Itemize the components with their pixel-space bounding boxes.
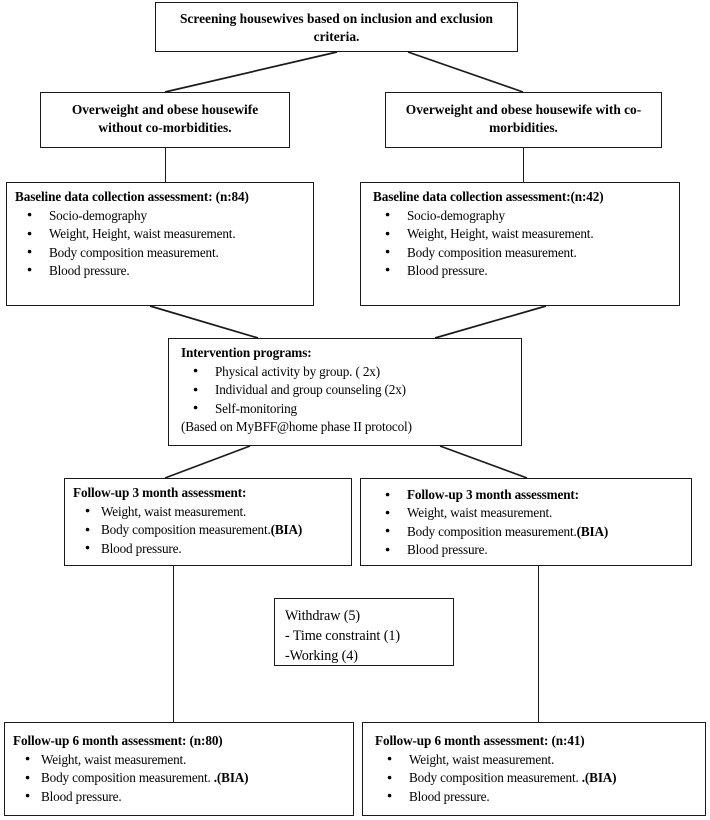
list-item-text: Blood pressure. [101,540,182,556]
followup6-left-title: Follow-up 6 month assessment: (n:80) [13,733,223,748]
list-item: Self-monitoring [181,399,513,418]
followup3-left-title: Follow-up 3 month assessment: [73,485,247,500]
node-intervention-programs[interactable]: Intervention programs: Physical activity… [168,338,522,446]
followup3-left-list: Weight, waist measurement. Body composit… [73,502,343,558]
list-item: Blood pressure. [375,787,697,806]
list-item: Body composition measurement.(BIA) [73,521,343,539]
node-followup6-left[interactable]: Follow-up 6 month assessment: (n:80) Wei… [4,722,354,816]
intervention-note: (Based on MyBFF@home phase II protocol) [181,418,412,434]
node-followup3-right[interactable]: Follow-up 3 month assessment: Weight, wa… [360,478,692,566]
list-item-text-plain: Body composition measurement. [407,523,577,539]
list-item-text: Blood pressure. [41,788,122,804]
intervention-list: Physical activity by group. ( 2x) Indivi… [181,362,513,418]
node-overweight-without-comorbidities[interactable]: Overweight and obese housewife without c… [40,92,290,148]
bia-label: (BIA) [576,523,609,539]
baseline-left-list: Socio-demography Weight, Height, waist m… [15,206,305,280]
list-item: Weight, Height, waist measurement. [15,225,305,243]
baseline-right-title: Baseline data collection assessment:(n:4… [373,189,604,204]
connector-no-comorb-to-baseline-left [165,148,166,182]
list-item: Body composition measurement. [15,243,305,262]
list-item: Socio-demography [15,206,305,225]
no-comorbidities-title: Overweight and obese housewife without c… [71,102,259,136]
list-item-text-plain: Body composition measurement. [409,770,582,786]
list-item: Body composition measurement. .(BIA) [13,769,345,787]
baseline-left-title: Baseline data collection assessment: (n:… [15,189,249,204]
node-overweight-with-comorbidities[interactable]: Overweight and obese housewife with co-m… [385,92,662,148]
withdraw-line-working: -Working (4) [285,648,358,665]
list-item-text: Weight, waist measurement. [101,503,247,519]
screening-title: Screening housewives based on inclusion … [179,11,493,45]
list-item: Blood pressure. [373,261,671,280]
node-followup3-left[interactable]: Follow-up 3 month assessment: Weight, wa… [64,478,352,566]
followup3-right-list: Follow-up 3 month assessment: Weight, wa… [373,485,683,559]
withdraw-line-time-constraint: - Time constraint (1) [285,628,400,645]
node-screening[interactable]: Screening housewives based on inclusion … [155,2,518,52]
list-item: Blood pressure. [13,787,345,806]
list-item: Body composition measurement. [373,243,671,262]
connector-with-comorb-to-baseline-right [523,148,524,182]
list-item: Weight, waist measurement. [373,504,683,522]
node-baseline-right[interactable]: Baseline data collection assessment:(n:4… [360,182,680,306]
list-item: Weight, waist measurement. [73,502,343,521]
node-followup6-right[interactable]: Follow-up 6 month assessment: (n:41) Wei… [362,722,706,816]
list-item: Blood pressure. [373,541,683,559]
list-item: Blood pressure. [15,261,305,280]
bia-label: .(BIA) [213,770,249,786]
list-item-text: Weight, waist measurement. [409,751,555,767]
node-withdraw[interactable]: Withdraw (5) - Time constraint (1) -Work… [274,598,454,666]
withdraw-line-total: Withdraw (5) [285,608,361,624]
list-item: Weight, waist measurement. [13,750,345,769]
list-item-text-plain: Body composition measurement. [41,770,214,786]
followup6-right-title: Follow-up 6 month assessment: (n:41) [375,733,585,748]
followup6-right-list: Weight, waist measurement. Body composit… [375,750,697,806]
list-item-text: Blood pressure. [409,788,490,804]
connector-fu3-left-to-fu6-left [173,566,174,722]
baseline-right-list: Socio-demography Weight, Height, waist m… [373,206,671,280]
list-item: Weight, waist measurement. [375,750,697,769]
list-item: Body composition measurement. .(BIA) [375,769,697,787]
list-item-text: Weight, waist measurement. [41,751,187,767]
list-item: Individual and group counseling (2x) [181,381,513,399]
followup6-left-list: Weight, waist measurement. Body composit… [13,750,345,806]
bia-label: (BIA) [270,522,303,538]
connector-fu3-right-to-fu6-right [538,566,539,722]
list-item: Socio-demography [373,206,671,225]
list-item: Body composition measurement.(BIA) [373,522,683,541]
list-item: Physical activity by group. ( 2x) [181,362,513,381]
followup3-right-title: Follow-up 3 month assessment: [373,485,683,504]
with-comorbidities-title: Overweight and obese housewife with co-m… [405,102,642,136]
list-item-text-plain: Body composition measurement. [101,522,271,538]
node-baseline-left[interactable]: Baseline data collection assessment: (n:… [6,182,314,306]
bia-label: .(BIA) [581,770,617,786]
list-item: Blood pressure. [73,539,343,558]
list-item: Weight, Height, waist measurement. [373,225,671,243]
intervention-title: Intervention programs: [181,345,312,360]
